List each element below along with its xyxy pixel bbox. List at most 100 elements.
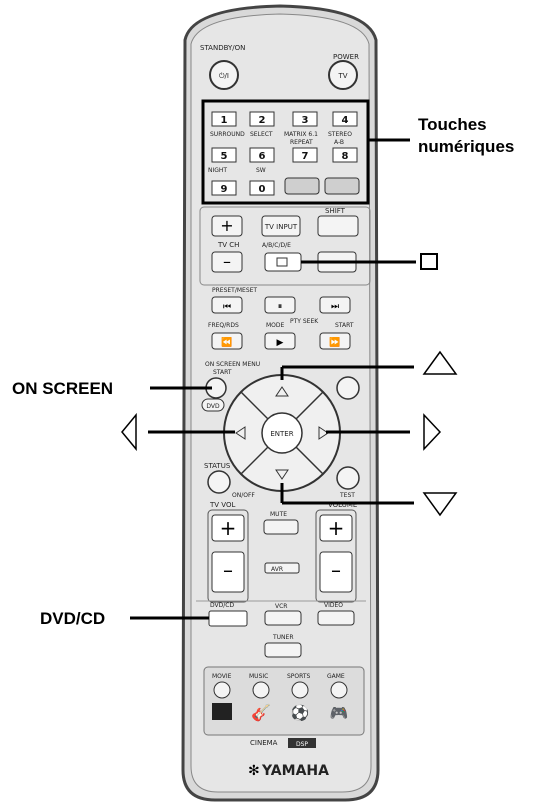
dpad-right-icon[interactable] [318,426,329,440]
brand: ✻ YAMAHA [248,763,329,779]
pause-icon: ⏸ [278,302,283,312]
volume-plus-button[interactable] [319,514,353,542]
preset-label: PRESET/MESET [212,287,257,294]
mute-button[interactable] [263,519,299,535]
key-7-label: 7 [302,151,309,162]
audio-button[interactable] [264,252,302,272]
skip-back-button[interactable] [211,296,243,314]
pause-button[interactable] [264,296,296,314]
down-arrow-callout-icon [422,492,458,517]
callouts: Touches numériques ON SCREEN DVD/CD [12,115,514,628]
label-night: NIGHT [208,167,227,174]
label-surround: SURROUND [210,131,245,138]
mode-label: MODE [266,322,285,329]
video-label: VIDEO [324,602,343,609]
music-button[interactable] [252,681,270,699]
top-right-round-button[interactable] [336,376,360,400]
tv-input-label: TV INPUT [264,223,298,231]
movie-button[interactable] [213,681,231,699]
vcr-label: VCR [275,603,287,610]
label-sw: SW [256,167,266,174]
dpad-left-icon[interactable] [235,426,246,440]
key-2[interactable] [249,111,275,127]
transport-section: PRESET/MESET ⏮ ⏸ ⏭ FREQ/RDS MODE PTY SEE… [208,287,354,350]
on-screen-start-label: START [213,369,232,376]
dvdcd-button[interactable] [208,610,248,627]
right-arrow-callout-icon [423,413,442,451]
play-button[interactable] [264,332,296,350]
key-4[interactable] [332,111,358,127]
fast-forward-icon: ⏩ [329,336,340,348]
power-tv-button[interactable] [328,60,358,90]
mode-game-label: GAME [327,673,345,680]
key-9-label: 9 [221,184,228,195]
square-icon [276,257,288,267]
standby-button[interactable] [209,60,239,90]
brand-label: YAMAHA [261,763,329,779]
mute-label: MUTE [270,511,287,518]
on-screen-menu-label: ON SCREEN MENU [205,361,260,368]
standby-glyph: ⏻/I [219,72,229,80]
tv-vol-label: TV VOL [209,501,235,509]
test-label: TEST [339,492,355,499]
plus10-button[interactable] [284,177,320,195]
callout-on-screen: ON SCREEN [12,379,113,398]
tv-ch-plus-button[interactable] [211,215,243,237]
key-9[interactable] [211,180,237,196]
key-5[interactable] [211,147,237,163]
volume-minus-button[interactable] [319,551,353,593]
sports-button[interactable] [291,681,309,699]
numeric-keypad: 1 2 3 4 SURROUND SELECT MATRIX 6.1 STERE… [201,99,370,205]
dpad-down-icon[interactable] [275,469,289,480]
video-button[interactable] [317,610,355,626]
enter-key-button[interactable] [324,177,360,195]
status-button[interactable] [207,470,231,494]
dvd-small-button[interactable] [201,398,225,412]
key-3-label: 3 [302,115,309,126]
tv-ch-plus-glyph: + [220,216,233,235]
label-ab: A-B [334,139,344,146]
key-0[interactable] [249,180,275,196]
key-3[interactable] [292,111,318,127]
onoff-label: ON/OFF [232,492,255,499]
movie-icon [212,703,232,720]
sports-icon: ⚽ [290,704,310,722]
tv-vol-plus-button[interactable] [211,514,245,542]
mode-music-label: MUSIC [249,673,268,680]
tv-input-button[interactable] [261,215,301,237]
up-arrow-callout-icon [422,350,458,375]
key-8[interactable] [332,147,358,163]
rewind-icon: ⏪ [221,336,232,348]
skip-forward-button[interactable] [319,296,351,314]
dpad-up-icon[interactable] [275,386,289,397]
source-section: DVD/CD VCR VIDEO TUNER [196,600,366,658]
key-7[interactable] [292,147,318,163]
skip-back-icon: ⏮ [223,302,231,312]
key-6[interactable] [249,147,275,163]
left-arrow-callout-icon [121,412,137,452]
tuner-label: TUNER [272,634,294,641]
tv-vol-minus-button[interactable] [211,551,245,593]
key-1[interactable] [211,111,237,127]
tuner-button[interactable] [264,642,302,658]
cinema-label: CINEMA [250,739,278,747]
vcr-button[interactable] [264,610,302,626]
test-button[interactable] [336,466,360,490]
fast-forward-button[interactable] [319,332,351,350]
shift-button[interactable] [317,215,359,237]
navigation-section: ON SCREEN MENU START DVD ENTER STATUS ON… [201,361,360,499]
mode-section: MOVIE MUSIC SPORTS GAME 🎸 ⚽ 🎮 CINEMA DSP [203,666,365,748]
tv-vol-plus-glyph: + [220,516,237,540]
key-5-label: 5 [221,151,228,162]
game-icon: 🎮 [330,704,349,722]
enter-button[interactable] [261,412,303,454]
key-4-label: 4 [342,115,349,126]
callout-dvdcd: DVD/CD [40,609,105,628]
tv-ch-minus-button[interactable] [211,251,243,273]
play-icon: ▶ [277,338,284,348]
avr-button[interactable] [264,562,300,574]
rewind-button[interactable] [211,332,243,350]
key-0-label: 0 [259,184,266,195]
game-button[interactable] [330,681,348,699]
numpad-highlight-frame [201,99,370,205]
